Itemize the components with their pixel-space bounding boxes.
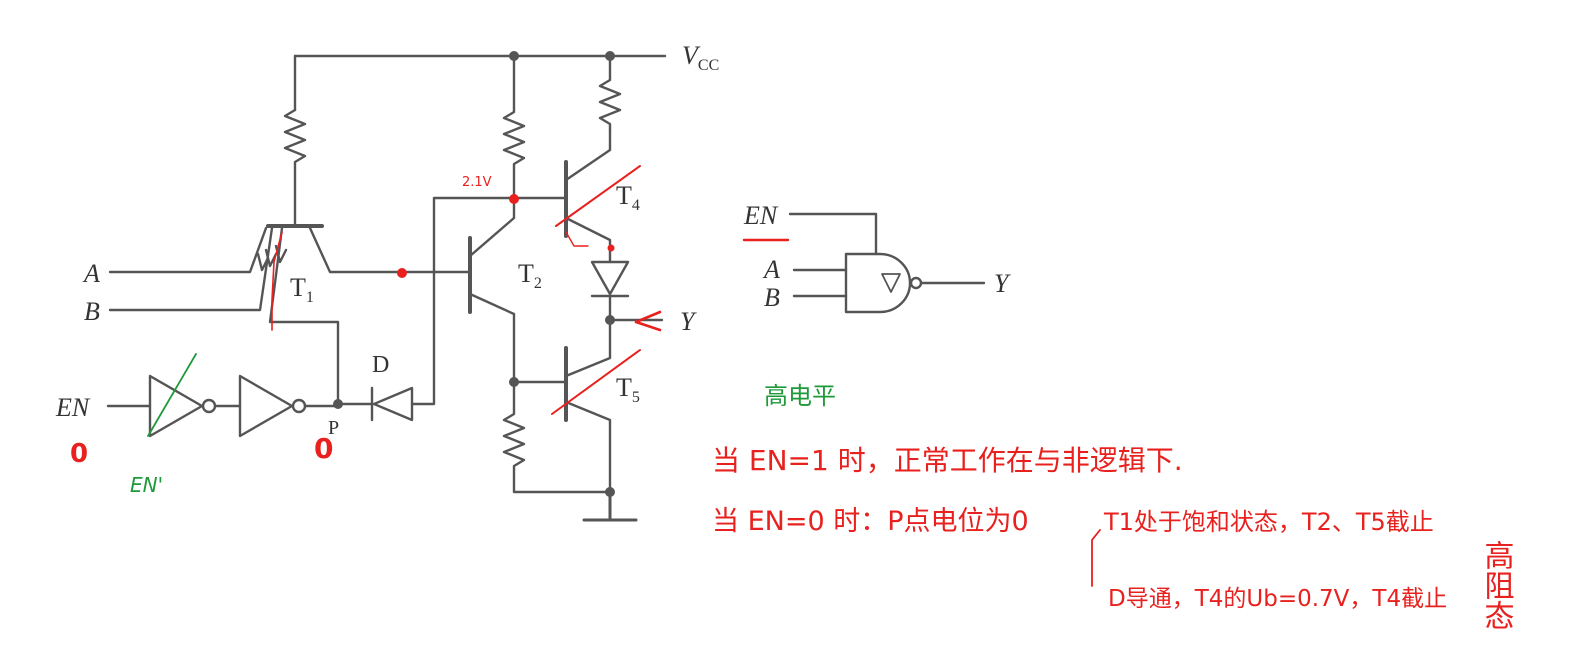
input-en-label: EN bbox=[55, 393, 91, 422]
diode-d-label: D bbox=[372, 352, 389, 378]
junction-dot bbox=[605, 487, 615, 497]
junction-dot bbox=[605, 315, 615, 325]
junction-dot bbox=[605, 51, 615, 61]
diode-d bbox=[336, 386, 414, 422]
symbol-gate-body bbox=[844, 252, 912, 314]
t1-emitter-arrows bbox=[256, 244, 288, 272]
brace-mark bbox=[1091, 529, 1101, 587]
junction-dot bbox=[509, 377, 519, 387]
t1-emitter-b bbox=[108, 226, 274, 312]
t2-collector-resistor bbox=[502, 54, 526, 200]
t5-strike-mark bbox=[551, 349, 641, 415]
t2-label: T2 bbox=[518, 259, 542, 292]
t1-label: T1 bbox=[290, 273, 314, 306]
ink-text: 0 0 EN' 2.1V - 高电平 当 EN=1 时，正常工作在与非逻辑下. … bbox=[70, 175, 1514, 630]
d-state-note: D导通，T4的Ub=0.7V，T4截止 bbox=[1108, 586, 1447, 612]
t4-strike-mark bbox=[555, 165, 641, 227]
output-diode bbox=[590, 260, 630, 322]
inverter-2-bubble bbox=[291, 398, 307, 414]
t5-collector bbox=[564, 318, 612, 378]
en-prime-note: EN' bbox=[130, 473, 163, 497]
input-b-label: B bbox=[84, 297, 100, 326]
t5-emitter bbox=[564, 400, 612, 494]
p-zero-note: 0 bbox=[314, 432, 333, 465]
t1-collector bbox=[308, 226, 472, 274]
symbol-y-label: Y bbox=[994, 269, 1011, 298]
t5-label: T5 bbox=[616, 373, 640, 406]
ink-marks bbox=[147, 165, 790, 437]
t4-scribble bbox=[565, 231, 589, 247]
circuit-labels: VCC A B EN Y P D T1 T2 T4 T5 bbox=[55, 41, 719, 439]
t4-collector-resistor bbox=[598, 54, 622, 132]
en-zero-line: 当 EN=0 时：P点电位为0 bbox=[712, 506, 1029, 537]
t2-collector bbox=[468, 196, 516, 258]
inverter-2 bbox=[238, 374, 294, 438]
en-one-note: 当 EN=1 时，正常工作在与非逻辑下. bbox=[712, 444, 1183, 477]
y-arrow-mark bbox=[634, 310, 662, 332]
symbol-b-label: B bbox=[764, 283, 780, 312]
red-node-dot bbox=[607, 244, 615, 252]
high-z-note: 高阻态 bbox=[1479, 540, 1514, 630]
symbol-output-bubble bbox=[909, 276, 923, 290]
junction-dot bbox=[509, 51, 519, 61]
red-node-dot bbox=[397, 268, 407, 278]
symbol-tristate-triangle bbox=[881, 273, 901, 293]
inverter-slash bbox=[147, 353, 197, 437]
symbol-a-label: A bbox=[762, 255, 780, 284]
tristate-nand-symbol: EN A B Y bbox=[743, 201, 1011, 314]
t4-emitter bbox=[564, 216, 612, 264]
inverter-1-bubble bbox=[201, 398, 217, 414]
t1-emitter-a bbox=[108, 226, 268, 274]
t5-base-resistor bbox=[502, 380, 612, 494]
inverter-1 bbox=[148, 374, 204, 438]
t1-state-note: T1处于饱和状态，T2、T5截止 bbox=[1103, 508, 1434, 536]
symbol-en-wire bbox=[788, 212, 878, 256]
node-p-label: P bbox=[328, 417, 339, 439]
junction-dot bbox=[333, 399, 343, 409]
d-to-t2-wire bbox=[410, 196, 516, 406]
t1-pen-line bbox=[271, 231, 283, 331]
t1-emitter-en bbox=[268, 226, 340, 402]
red-node-dot bbox=[509, 194, 519, 204]
output-y-label: Y bbox=[680, 307, 697, 336]
t4-collector bbox=[564, 128, 612, 182]
node-voltage-note: 2.1V bbox=[462, 175, 492, 190]
t1-base-resistor bbox=[283, 108, 307, 228]
vcc-label: VCC bbox=[682, 41, 719, 74]
t4-label: T4 bbox=[616, 181, 640, 214]
t2-emitter bbox=[468, 292, 516, 382]
circuit-wiring bbox=[106, 51, 667, 522]
input-a-label: A bbox=[82, 259, 100, 288]
high-level-note: 高电平 bbox=[764, 382, 836, 410]
en-zero-note: 0 bbox=[70, 439, 88, 469]
symbol-en-label: EN bbox=[743, 201, 779, 230]
